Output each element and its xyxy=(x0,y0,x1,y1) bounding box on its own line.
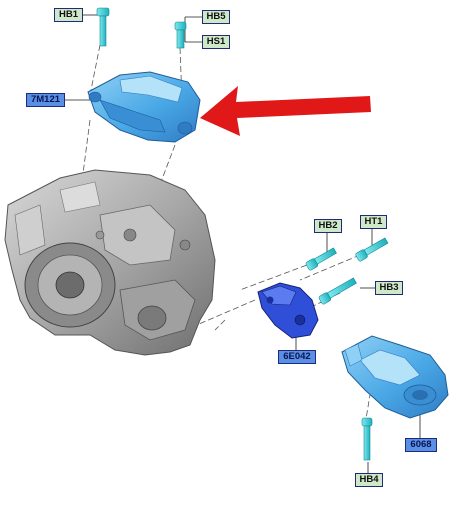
bolt-hb4 xyxy=(361,417,373,461)
bolt-hb2 xyxy=(305,247,337,271)
label-6e042: 6E042 xyxy=(278,350,316,364)
label-hb1: HB1 xyxy=(54,8,83,22)
label-hb2: HB2 xyxy=(314,219,342,233)
bolt-ht1 xyxy=(355,237,389,262)
label-leader-lines xyxy=(65,14,421,473)
label-hb3: HB3 xyxy=(375,281,403,295)
bracket-6e042 xyxy=(257,282,319,339)
label-hb5: HB5 xyxy=(202,10,230,24)
label-hb4: HB4 xyxy=(355,473,383,487)
red-pointer-arrow xyxy=(200,86,371,136)
bolt-hb3 xyxy=(318,277,357,305)
label-6068: 6068 xyxy=(405,438,437,452)
bolt-hb1 xyxy=(96,7,110,47)
upper-engine-mount-7m121 xyxy=(87,71,201,143)
lower-mount-6068 xyxy=(341,335,449,419)
label-7m121: 7M121 xyxy=(26,93,65,107)
label-ht1: HT1 xyxy=(360,215,387,229)
transmission-illustration xyxy=(4,169,216,356)
label-hs1: HS1 xyxy=(202,35,230,49)
bolt-hb5-hs1 xyxy=(174,21,187,49)
